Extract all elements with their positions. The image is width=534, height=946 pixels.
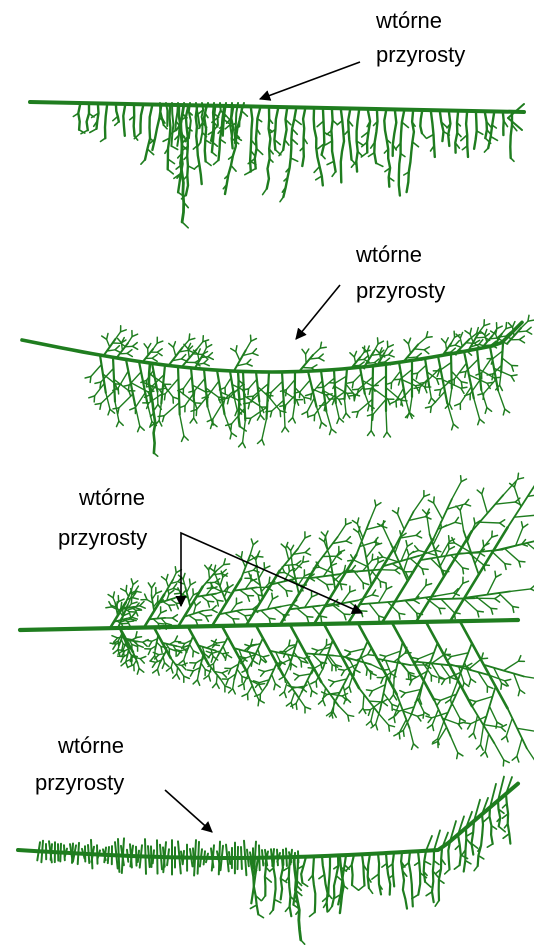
panel-1-label-line1: wtórne (375, 8, 442, 33)
panel-4-label-line2: przyrosty (35, 770, 124, 795)
panel-1-arrow (260, 62, 360, 99)
panel-4-label-line1: wtórne (57, 733, 124, 758)
panel-2-arrow (296, 285, 340, 339)
panel-3-label-line2: przyrosty (58, 525, 147, 550)
panel-1-label-line2: przyrosty (376, 42, 465, 67)
panel-2-label-line1: wtórne (355, 242, 422, 267)
panel-4: wtórne przyrosty (18, 733, 518, 944)
panel-3: wtórne przyrosty (20, 462, 534, 771)
plant-4-drawing (18, 777, 518, 945)
plant-1-drawing (30, 102, 524, 228)
panel-3-label-line1: wtórne (78, 485, 145, 510)
panel-2: wtórne przyrosty (22, 242, 534, 456)
panel-1: wtórne przyrosty (30, 8, 524, 228)
panel-2-label-line2: przyrosty (356, 278, 445, 303)
panel-4-arrow (165, 790, 212, 832)
plant-2-drawing (22, 315, 534, 456)
